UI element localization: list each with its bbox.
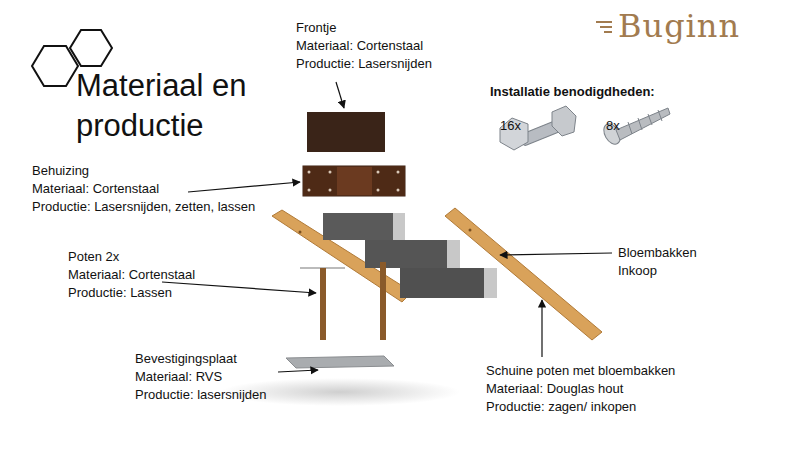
production-note: Productie: lasersnijden	[135, 386, 267, 403]
logo-mark	[596, 22, 612, 32]
screw-icon	[600, 108, 670, 147]
part-name: Frontje	[296, 19, 336, 36]
production-note: Productie: Lassen	[68, 284, 172, 301]
quantity: 8x	[606, 117, 620, 134]
part-name: Poten 2x	[68, 248, 119, 265]
production-note: Productie: Lasersnijden	[296, 55, 432, 72]
part-name: Behuizing	[32, 162, 89, 179]
production-note: Productie: zagen/ inkopen	[486, 398, 636, 415]
part-name: Schuine poten met bloembakken	[486, 362, 675, 379]
bolt-icon	[500, 106, 576, 150]
mounting-plate	[286, 356, 394, 368]
production-note: Inkoop	[618, 262, 657, 279]
material-note: Materiaal: RVS	[135, 368, 222, 385]
material-note: Materiaal: Cortenstaal	[296, 37, 423, 54]
wooden-beam	[445, 208, 602, 340]
legs	[300, 262, 386, 340]
slide-title: Materiaal en productie	[76, 66, 296, 146]
material-note: Materiaal: Douglas hout	[486, 380, 623, 397]
part-name: Bevestigingsplaat	[135, 350, 237, 367]
section-heading: Installatie benodigdheden:	[490, 83, 655, 100]
leader-lines	[162, 82, 612, 372]
material-note: Materiaal: Cortenstaal	[32, 180, 159, 197]
housing	[303, 166, 405, 196]
logo-text: Buginn	[618, 6, 740, 46]
material-note: Materiaal: Cortenstaal	[68, 266, 195, 283]
quantity: 16x	[500, 117, 521, 134]
part-name: Bloembakken	[618, 244, 697, 261]
production-note: Productie: Lasersnijden, zetten, lassen	[32, 198, 255, 215]
front-plate	[307, 112, 385, 152]
